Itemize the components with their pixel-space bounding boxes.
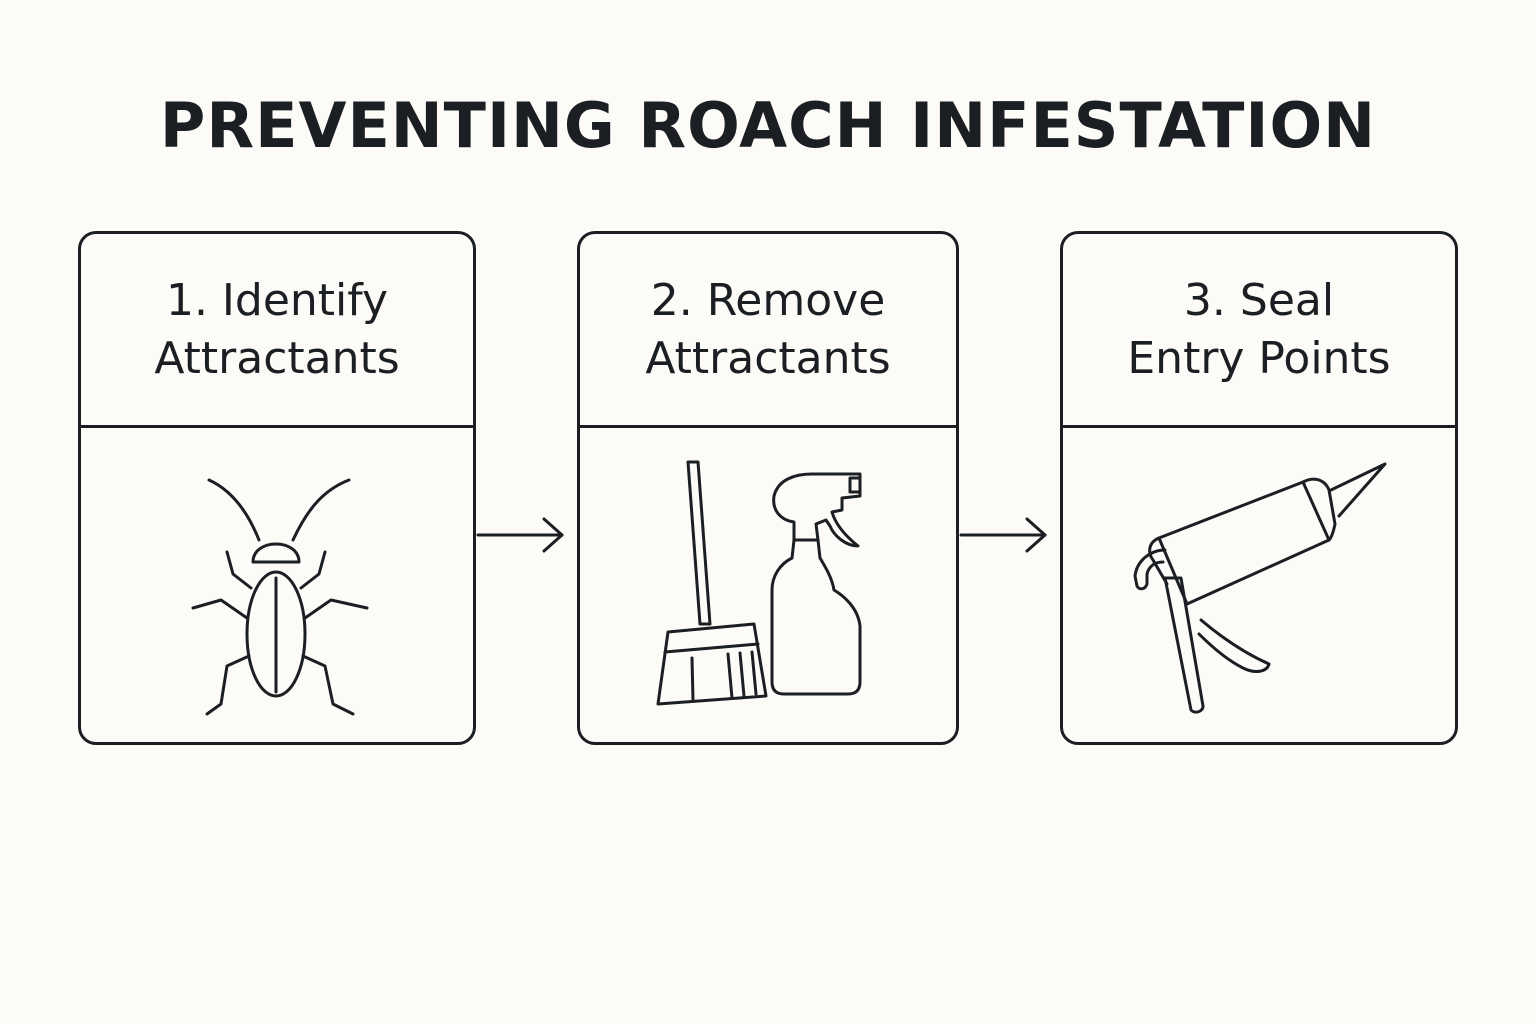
step-card-remove-attractants: 2. Remove Attractants (577, 231, 959, 745)
step-card-seal-entry-points: 3. Seal Entry Points (1060, 231, 1458, 745)
step-card-header: 1. Identify Attractants (81, 234, 473, 428)
step-title-line-2: Attractants (645, 332, 891, 384)
page-title: PREVENTING ROACH INFESTATION (159, 89, 1377, 162)
step-title-line-1: 1. Identify (165, 274, 389, 326)
cockroach-icon (81, 428, 473, 742)
broom-and-spray-bottle-icon (580, 428, 956, 742)
step-card-identify-attractants: 1. Identify Attractants (78, 231, 476, 745)
flow-arrow-right (959, 517, 1047, 553)
step-title-line-2: Attractants (154, 332, 400, 384)
caulking-gun-icon (1063, 428, 1455, 742)
step-title-line-1: 3. Seal (1183, 274, 1335, 326)
step-card-header: 2. Remove Attractants (580, 234, 956, 428)
step-title-line-2: Entry Points (1127, 332, 1391, 384)
step-card-header: 3. Seal Entry Points (1063, 234, 1455, 428)
step-title-line-1: 2. Remove (650, 274, 886, 326)
flow-arrow-right (476, 517, 564, 553)
